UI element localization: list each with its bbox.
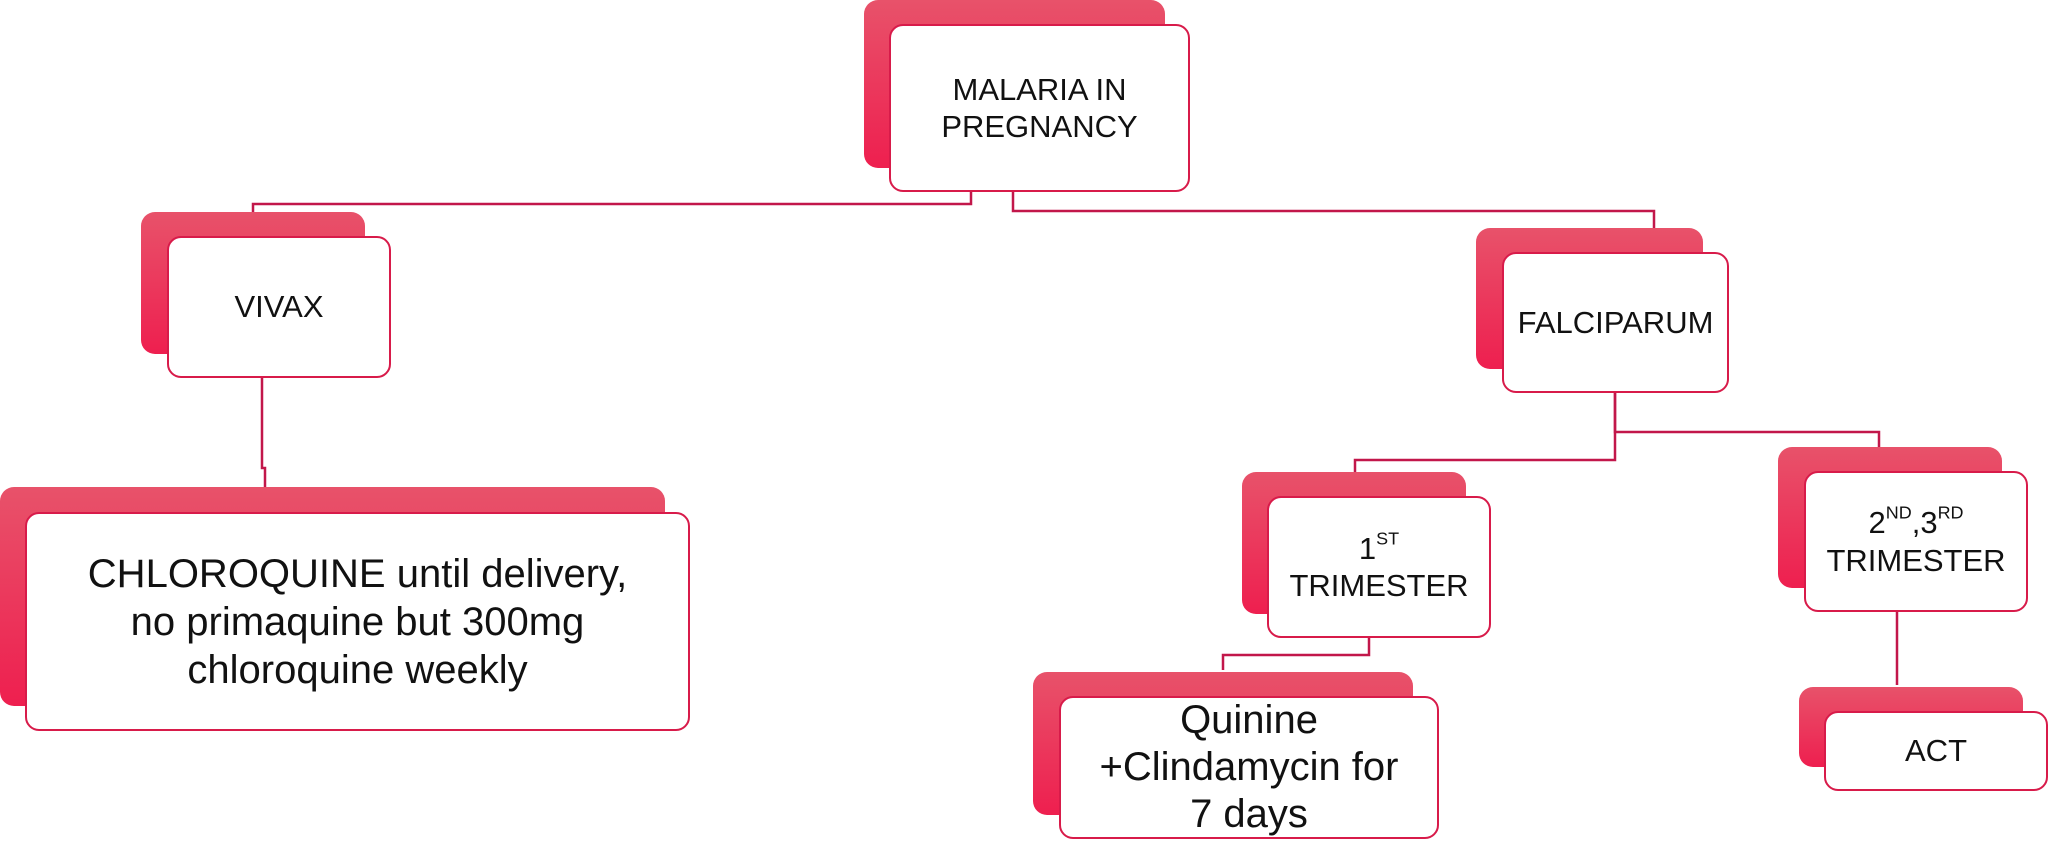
connector-first-treatment (1221, 637, 1371, 670)
node-falciparum-label: FALCIPARUM (1517, 304, 1714, 340)
node-later-trimesters-treatment: ACT (1799, 687, 2048, 791)
second-trimester-suffix: ND (1885, 502, 1912, 523)
node-vivax-treatment: CHLOROQUINE until delivery, no primaquin… (0, 487, 690, 731)
node-first-trimester: 1ST TRIMESTER (1242, 472, 1491, 638)
later-trimesters-treatment-label: ACT (1905, 733, 1967, 769)
node-later-trimesters-box: 2ND,3RD TRIMESTER (1804, 471, 2028, 612)
third-trimester-suffix: RD (1937, 502, 1964, 523)
node-falciparum: FALCIPARUM (1476, 228, 1729, 393)
node-root-box: MALARIA IN PREGNANCY (889, 24, 1190, 192)
later-trimesters-label: TRIMESTER (1826, 542, 2006, 578)
node-vivax: VIVAX (141, 212, 391, 378)
node-vivax-box: VIVAX (167, 236, 391, 378)
first-trimester-number: 1 (1358, 530, 1377, 566)
node-root: MALARIA IN PREGNANCY (864, 0, 1190, 192)
node-root-label-line2: PREGNANCY (941, 109, 1138, 144)
first-trimester-label: TRIMESTER (1289, 568, 1469, 603)
node-later-trimesters: 2ND,3RD TRIMESTER (1778, 447, 2028, 612)
node-falciparum-box: FALCIPARUM (1502, 252, 1729, 393)
ordinal-separator: , (1911, 505, 1921, 541)
later-trimesters-ordinals: 2ND,3RD (1826, 504, 2005, 541)
vivax-treatment-details: until delivery, no primaquine but 300mg … (130, 551, 628, 692)
first-trimester-ordinal: 1ST (1289, 528, 1468, 567)
third-trimester-number: 3 (1920, 505, 1938, 541)
vivax-treatment-drug: CHLOROQUINE (87, 551, 386, 596)
first-trimester-treatment-label: Quinine +Clindamycin for 7 days (1099, 697, 1399, 837)
node-vivax-treatment-box: CHLOROQUINE until delivery, no primaquin… (25, 512, 690, 731)
node-later-trimesters-treatment-box: ACT (1824, 711, 2048, 791)
node-first-trimester-treatment-box: Quinine +Clindamycin for 7 days (1059, 696, 1439, 839)
node-root-label-line1: MALARIA IN (952, 71, 1127, 107)
first-trimester-suffix: ST (1376, 528, 1400, 549)
node-first-trimester-box: 1ST TRIMESTER (1267, 496, 1491, 638)
connector-falciparum-later (1613, 392, 1881, 447)
node-vivax-label: VIVAX (234, 289, 324, 325)
node-first-trimester-treatment: Quinine +Clindamycin for 7 days (1033, 672, 1439, 839)
second-trimester-number: 2 (1868, 505, 1886, 541)
